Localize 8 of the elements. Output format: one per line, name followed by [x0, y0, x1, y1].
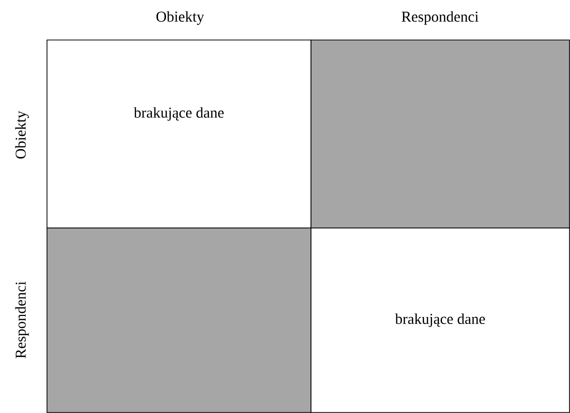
shaded-cell — [46, 228, 312, 413]
cell: brakujące dane — [46, 40, 312, 228]
axis-label: Respondenci — [402, 11, 478, 25]
cell: brakujące dane — [310, 228, 570, 413]
axis-label: Obiekty — [15, 110, 29, 159]
axis-label: Obiekty — [156, 11, 204, 25]
shaded-cell — [310, 40, 570, 228]
axis-label: Respondenci — [15, 282, 29, 358]
